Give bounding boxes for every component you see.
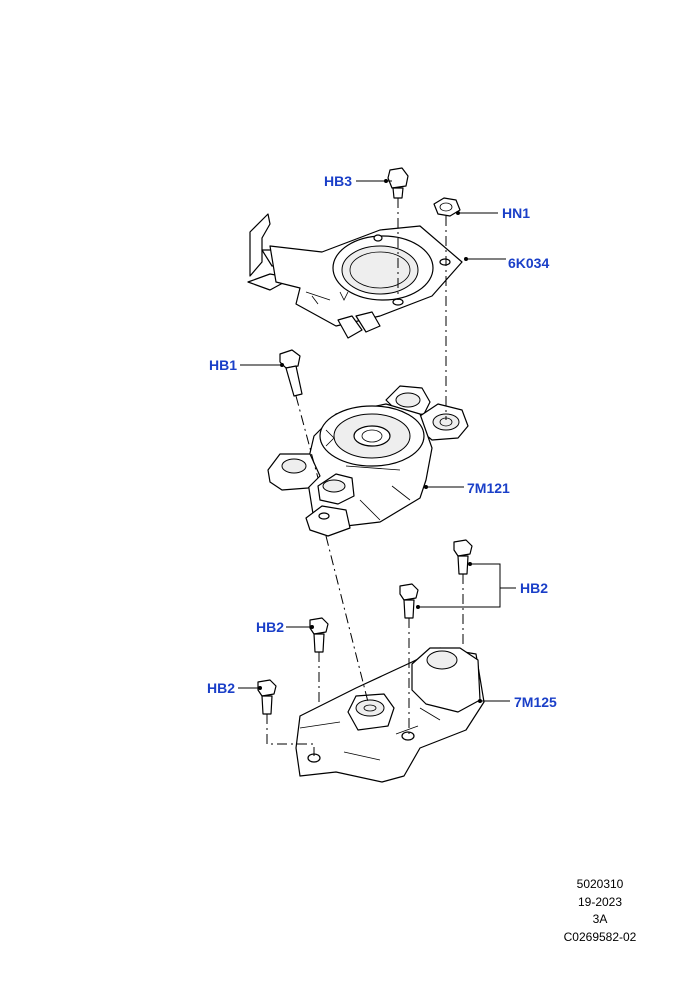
drawing-reference-block: 5020310 19-2023 3A C0269582-02 bbox=[540, 876, 660, 946]
nut-hn1 bbox=[433, 197, 461, 217]
bolt-hb3 bbox=[387, 167, 409, 199]
bolt-hb2-middle bbox=[309, 617, 329, 653]
reference-line-1: 5020310 bbox=[576, 877, 624, 891]
label-hn1: HN1 bbox=[502, 205, 530, 221]
label-7m125: 7M125 bbox=[514, 694, 557, 710]
reference-line-4: C0269582-02 bbox=[563, 929, 637, 944]
reference-line-3: 3A bbox=[592, 912, 608, 926]
assembly-lines bbox=[266, 198, 464, 756]
label-6k034: 6K034 bbox=[508, 255, 549, 271]
label-7m121: 7M121 bbox=[467, 480, 510, 496]
bolt-hb2-right-upper bbox=[453, 539, 473, 575]
leader-lines bbox=[238, 179, 516, 703]
label-hb2-right: HB2 bbox=[520, 580, 548, 596]
mount-7m121 bbox=[267, 385, 469, 537]
bracket-6k034 bbox=[247, 213, 463, 339]
reference-line-2: 19-2023 bbox=[577, 894, 623, 909]
label-hb2-middle: HB2 bbox=[256, 619, 284, 635]
bracket-7m125 bbox=[295, 647, 485, 783]
label-hb1: HB1 bbox=[209, 357, 237, 373]
label-hb3: HB3 bbox=[324, 173, 352, 189]
bolt-hb2-left bbox=[257, 679, 277, 715]
label-hb2-left: HB2 bbox=[207, 680, 235, 696]
bolt-hb2-right-lower bbox=[399, 583, 419, 619]
bolt-hb1 bbox=[279, 349, 303, 397]
